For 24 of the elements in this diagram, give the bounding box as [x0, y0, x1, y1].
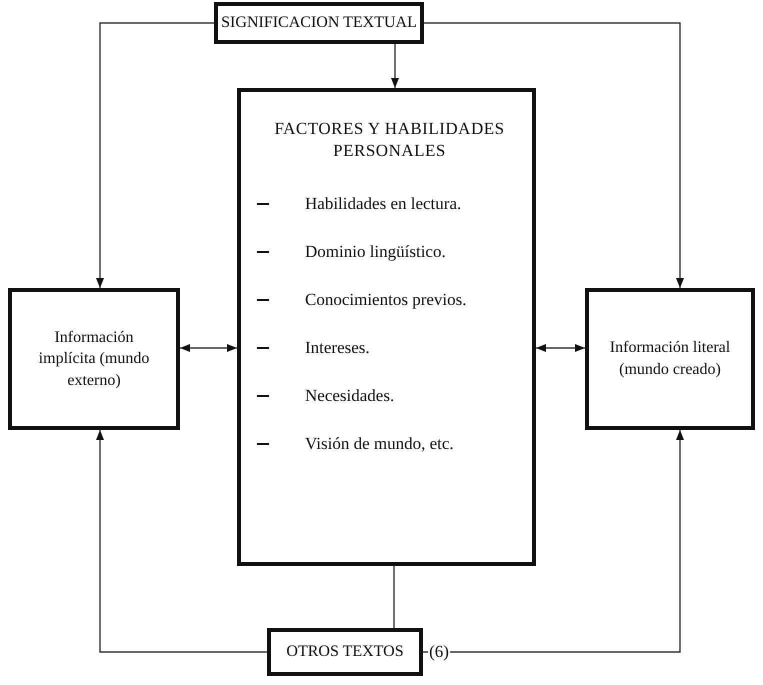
list-item: Dominio lingüístico. [305, 242, 446, 262]
edge-label: (6) [428, 642, 450, 662]
arrow [424, 22, 684, 288]
arrow [96, 22, 214, 288]
arrow [180, 344, 237, 352]
list-item: Necesidades. [305, 386, 394, 406]
arrow [391, 44, 399, 88]
box-text: OTROS TEXTOS [286, 642, 404, 662]
box-text: Información literal (mundo creado) [608, 338, 732, 380]
list-item: Habilidades en lectura. [305, 194, 462, 214]
list-item: Conocimientos previos. [305, 290, 466, 310]
text-box [267, 628, 423, 676]
box-text: SIGNIFICACION TEXTUAL [221, 13, 417, 34]
list-item: Intereses. [305, 338, 370, 358]
text-box [585, 288, 755, 430]
box-heading: FACTORES Y HABILIDADES PERSONALES [273, 118, 506, 162]
box-text: Información implícita (mundo externo) [38, 328, 150, 391]
text-box [237, 88, 536, 566]
text-box [8, 288, 180, 430]
arrow [96, 430, 267, 653]
arrow [536, 344, 585, 352]
text-box [214, 2, 424, 44]
arrow [423, 430, 684, 653]
list-item: Visión de mundo, etc. [305, 434, 454, 454]
